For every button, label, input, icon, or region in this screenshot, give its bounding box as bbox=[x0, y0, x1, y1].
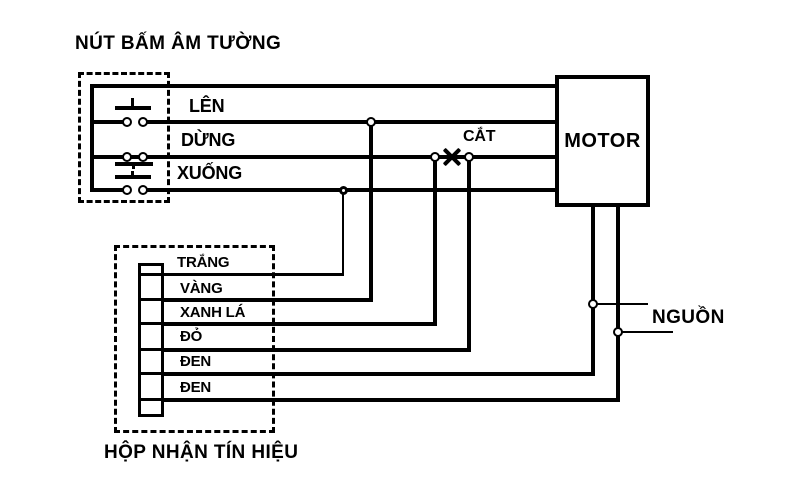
down-button-contact-right bbox=[138, 185, 148, 195]
stop-button-actuator-stem bbox=[132, 166, 135, 169]
wire-top bbox=[90, 84, 557, 88]
motor-box: MOTOR bbox=[555, 75, 650, 207]
power-node-2 bbox=[613, 327, 623, 337]
motor-label: MOTOR bbox=[564, 130, 641, 152]
stop-button-label: DỪNG bbox=[181, 130, 236, 150]
power-node-1 bbox=[588, 299, 598, 309]
wire-up-right bbox=[143, 120, 557, 124]
wire-black-2 bbox=[163, 398, 620, 402]
drop-cut-right-to-red bbox=[467, 155, 471, 352]
wire-yellow bbox=[163, 298, 373, 302]
up-button-actuator-stem bbox=[131, 98, 134, 106]
stop-button-contact-right bbox=[138, 152, 148, 162]
receiver-box bbox=[114, 245, 275, 433]
wire-black-1 bbox=[163, 372, 595, 376]
up-button-actuator-bar bbox=[115, 106, 151, 110]
wire-red-label: ĐỎ bbox=[180, 328, 203, 345]
up-button-contact-left bbox=[122, 117, 132, 127]
terminal-divider bbox=[140, 298, 162, 301]
down-button-actuator-stem bbox=[131, 171, 134, 175]
wire-black-2-label: ĐEN bbox=[180, 379, 212, 396]
down-button-actuator-bar bbox=[115, 175, 151, 179]
stop-button-actuator-bar bbox=[115, 162, 153, 166]
wire-yellow-label: VÀNG bbox=[180, 280, 223, 297]
wire-stop-left bbox=[90, 155, 128, 159]
wire-stop-mid bbox=[126, 155, 146, 159]
terminal-divider bbox=[140, 348, 162, 351]
cut-label: CẮT bbox=[463, 128, 496, 145]
cut-node-left bbox=[430, 152, 440, 162]
power-stub-2 bbox=[618, 331, 673, 333]
wire-white bbox=[163, 273, 344, 276]
wire-stop-right bbox=[143, 155, 557, 159]
terminal-divider bbox=[140, 273, 162, 276]
terminal-block bbox=[138, 263, 164, 417]
terminal-divider bbox=[140, 322, 162, 325]
power-label: NGUỒN bbox=[652, 307, 725, 328]
wire-red bbox=[163, 348, 471, 352]
receiver-title: HỘP NHẬN TÍN HIỆU bbox=[104, 442, 299, 463]
junction-up-line bbox=[366, 117, 376, 127]
wire-white-label: TRẮNG bbox=[177, 254, 230, 271]
junction-down-line bbox=[339, 186, 348, 195]
cut-node-right bbox=[464, 152, 474, 162]
drop-up-to-yellow bbox=[369, 120, 373, 302]
power-stub-1 bbox=[593, 303, 648, 305]
wall-switch-box bbox=[78, 72, 170, 203]
terminal-divider bbox=[140, 372, 162, 375]
drop-down-to-white bbox=[342, 191, 344, 276]
wire-black-1-label: ĐEN bbox=[180, 353, 212, 370]
down-button-contact-left bbox=[122, 185, 132, 195]
wire-down-left bbox=[90, 188, 128, 192]
terminal-divider bbox=[140, 398, 162, 401]
up-button-contact-right bbox=[138, 117, 148, 127]
drop-cut-left-to-green bbox=[433, 155, 437, 326]
wire-up-left bbox=[90, 120, 128, 124]
up-button-label: LÊN bbox=[189, 96, 225, 116]
wire-green bbox=[163, 322, 437, 326]
wire-green-label: XANH LÁ bbox=[180, 304, 246, 321]
wire-down-right bbox=[143, 188, 557, 192]
left-bus-line bbox=[90, 84, 94, 192]
wall-switch-title: NÚT BẤM ÂM TƯỜNG bbox=[75, 33, 282, 54]
motor-leg-left bbox=[591, 205, 595, 376]
down-button-label: XUỐNG bbox=[177, 163, 243, 183]
stop-button-contact-left bbox=[122, 152, 132, 162]
